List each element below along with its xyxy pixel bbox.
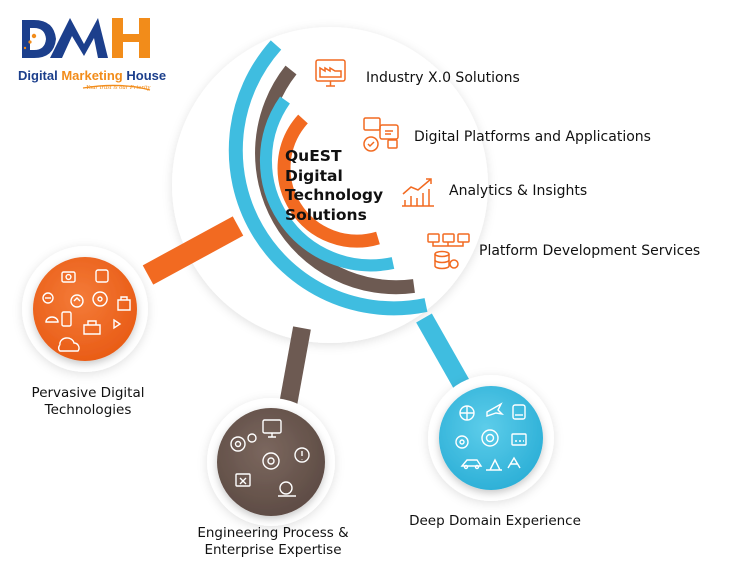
connector-brown (279, 326, 311, 407)
node-label-engineering: Engineering Process & Enterprise Experti… (188, 525, 358, 559)
iot-devices-icon (42, 269, 131, 352)
center-title-line: Solutions (285, 205, 367, 224)
node-label-line: Engineering Process & (197, 525, 349, 541)
logo-name-part3: House (126, 68, 167, 83)
node-label-line: Enterprise Expertise (204, 542, 342, 558)
logo-name-part1: Digital (18, 68, 62, 83)
center-title: QuEST Digital Technology Solutions (285, 147, 405, 225)
node-label-line: Technologies (44, 402, 132, 418)
solution-item-platform-dev: Platform Development Services (479, 243, 701, 259)
main-disc (172, 27, 488, 343)
center-title-line: Digital (285, 166, 343, 185)
logo-mark (22, 18, 151, 91)
connector-orange (142, 216, 244, 285)
arc-outer-blue (228, 40, 428, 316)
logo-tagline: Your trust is our Priority (86, 84, 151, 91)
node-label-pervasive: Pervasive Digital Technologies (18, 385, 158, 419)
node-engineering (207, 398, 335, 526)
logo-wordmark: Digital Marketing House (18, 68, 166, 83)
solution-item-industry: Industry X.0 Solutions (366, 70, 520, 86)
industry-domains-icon (455, 402, 527, 471)
factory-monitor-icon (315, 59, 346, 87)
engineering-gears-icon (230, 419, 310, 497)
solution-item-analytics: Analytics & Insights (449, 183, 588, 199)
center-title-line: Technology (285, 186, 384, 204)
center-title-line: QuEST (285, 147, 342, 165)
arc-core-orange (277, 114, 380, 248)
solution-item-digital-platforms: Digital Platforms and Applications (414, 129, 651, 145)
analytics-chart-icon (402, 178, 434, 207)
node-pervasive-digital (22, 246, 148, 372)
connector-blue (416, 313, 470, 390)
node-label-deep-domain: Deep Domain Experience (400, 513, 590, 530)
logo-name-part2: Marketing (61, 68, 127, 83)
node-deep-domain (428, 375, 554, 501)
arc-inner-blue (259, 96, 395, 272)
node-label-line: Deep Domain Experience (409, 513, 581, 529)
digital-devices-icon (363, 117, 399, 152)
node-label-line: Pervasive Digital (31, 385, 145, 401)
server-network-icon (427, 233, 470, 270)
